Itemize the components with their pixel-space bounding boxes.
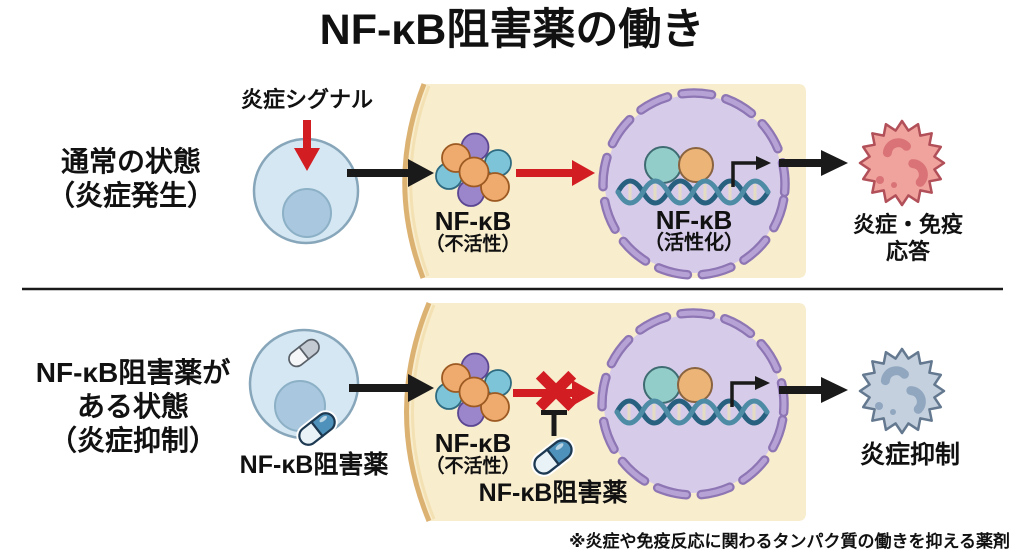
drug-label-cell: NF-κB阻害薬 [239,451,389,479]
suppressed-cell-icon [858,347,946,435]
nfkb-state-bottom: （不活性） [425,456,521,477]
cell-normal-icon [252,137,360,245]
block-x-icon [535,370,577,412]
blocked-arrow-icon [513,370,595,477]
nfkb-active-label: NF-κB [655,205,733,235]
membrane-arc-bottom [404,302,432,522]
pill-gray-icon [288,338,320,368]
pill-inhibitor-icon [531,437,575,477]
diagram-title: NF-κB阻害薬の働き [319,6,705,54]
transcription-factor-teal-icon [644,146,682,184]
signal-label: 炎症シグナル [240,87,374,112]
nfkb-active-state: （活性化） [644,232,744,254]
arrow-cell-to-nfkb-top-icon [347,159,434,187]
inflamed-cell-icon [858,119,946,207]
inhibition-t-icon [541,410,567,436]
suppression-label: 炎症抑制 [859,441,961,469]
nfkb-label-bottom: NF-κB [434,428,512,458]
membrane-arc-top [402,83,427,279]
response-label: 炎症・免疫応答 [852,212,963,264]
nucleus-top-icon [598,88,790,280]
arrow-nucleus-to-outcome-top-icon [779,150,848,176]
nfkb-complex-top-icon [435,132,512,207]
row-inhibited-label: NF-κB阻害薬が ある状態 （炎症抑制） [35,357,231,457]
nfkb-state-top: （不活性） [425,234,521,255]
cell-with-drug-icon [248,328,360,448]
pill-blue-icon [296,410,338,448]
row-normal-label: 通常の状態 （炎症発生） [46,146,216,212]
footnote: ※炎症や免疫反応に関わるタンパク質の働きを抑える薬剤 [568,532,1010,551]
nfkb-label-top: NF-κB [434,206,512,236]
dna-helix-icon [615,178,771,206]
drug-label-block: NF-κB阻害薬 [478,479,628,507]
arrow-nucleus-to-outcome-bottom-icon [779,377,848,403]
transcription-factor-orange-icon [678,147,714,183]
arrow-cell-to-nfkb-bottom-icon [349,374,434,402]
arrow-nfkb-to-nucleus-top-icon [516,160,595,186]
inflammation-signal-arrow-icon [294,120,320,171]
transcription-arrow-icon [731,156,771,187]
